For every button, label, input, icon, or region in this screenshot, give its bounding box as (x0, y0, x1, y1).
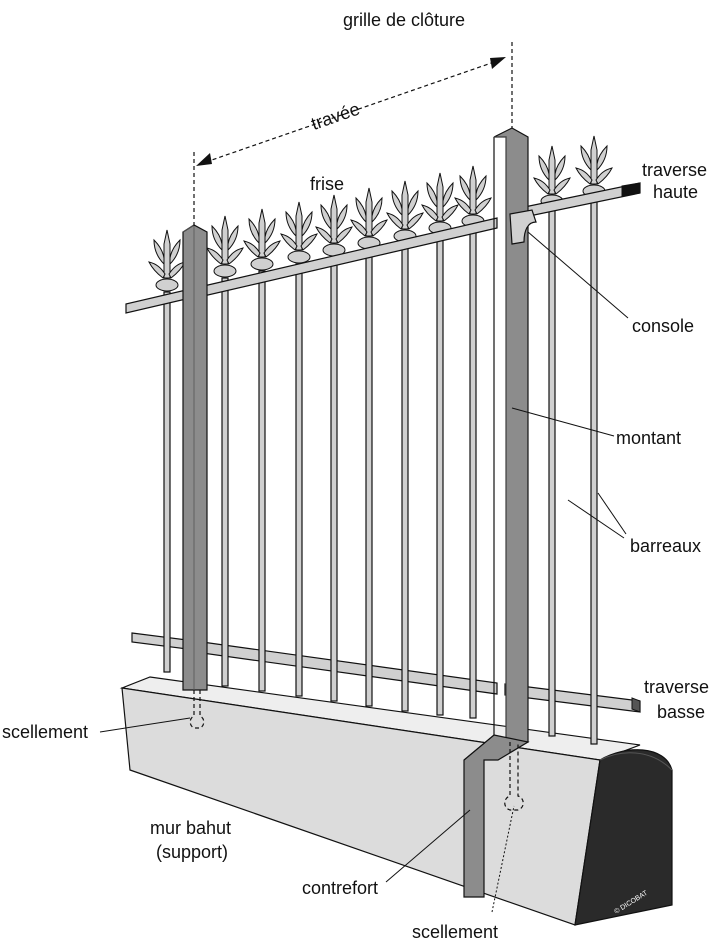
right-post (463, 127, 537, 898)
console-label: console (632, 316, 694, 336)
travee-dimension (193, 42, 513, 228)
left-post (182, 224, 208, 729)
mur-bahut-label-1: mur bahut (150, 818, 231, 838)
traverse-basse-label-1: traverse (644, 677, 709, 697)
scellement-left-label: scellement (2, 722, 88, 742)
barreaux-bars (163, 197, 598, 745)
traverse-haute (125, 182, 641, 314)
frise-label: frise (310, 174, 344, 194)
labels: grille de clôture travée frise traverse … (2, 10, 709, 942)
mur-bahut-label-2: (support) (156, 842, 228, 862)
traverse-haute-label-2: haute (653, 182, 698, 202)
leader-lines (99, 231, 629, 913)
travee-label: travée (308, 99, 362, 134)
traverse-basse-label-2: basse (657, 702, 705, 722)
traverse-haute-label-1: traverse (642, 160, 707, 180)
contrefort-label: contrefort (302, 878, 378, 898)
scellement-bottom-label: scellement (412, 922, 498, 942)
title-label: grille de clôture (343, 10, 465, 30)
barreaux-label: barreaux (630, 536, 701, 556)
wall (119, 676, 673, 926)
montant-label: montant (616, 428, 681, 448)
